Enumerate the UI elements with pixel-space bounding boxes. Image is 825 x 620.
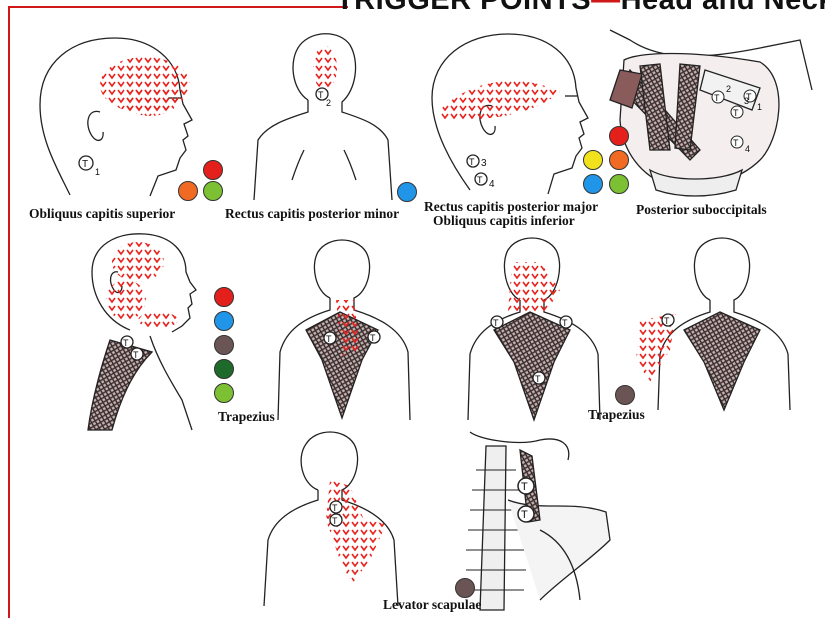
- svg-text:T: T: [733, 108, 739, 118]
- trigger-point-marker-3: T 3: [467, 155, 487, 169]
- referral-dot-red: [609, 126, 629, 146]
- svg-text:T: T: [493, 318, 499, 328]
- label-trapezius-right: Trapezius: [588, 407, 645, 422]
- svg-text:T: T: [521, 481, 528, 493]
- referral-dot-dark-green: [214, 359, 234, 379]
- svg-text:T: T: [318, 90, 324, 100]
- trapezius-back-3-markers: T: [662, 314, 674, 326]
- referral-dot-orange: [609, 150, 629, 170]
- referral-dot-green: [609, 174, 629, 194]
- svg-text:2: 2: [726, 84, 731, 94]
- referral-dot-green: [214, 383, 234, 403]
- label-levator-scapulae: Levator scapulae: [383, 597, 481, 612]
- svg-text:T: T: [714, 93, 720, 103]
- svg-text:3: 3: [481, 158, 487, 169]
- label-posterior-suboccipitals: Posterior suboccipitals: [636, 202, 767, 217]
- svg-text:T: T: [469, 157, 475, 167]
- figure-rectus-minor: [254, 34, 392, 200]
- referral-dot-orange: [178, 181, 198, 201]
- svg-text:T: T: [562, 318, 568, 328]
- trigger-point-marker-4: T 4: [475, 173, 495, 190]
- referral-dot-red: [203, 160, 223, 180]
- referral-dot-brown: [214, 335, 234, 355]
- svg-text:4: 4: [745, 144, 750, 154]
- figure-obliquus-superior: [40, 38, 192, 196]
- figure-trapezius-back-2: [468, 238, 600, 420]
- referral-dot-red: [214, 287, 234, 307]
- svg-text:T: T: [664, 316, 670, 326]
- svg-text:T: T: [133, 350, 139, 360]
- svg-text:2: 2: [326, 98, 331, 108]
- svg-text:T: T: [733, 138, 739, 148]
- referral-dot-blue: [214, 311, 234, 331]
- label-rectus-capitis-posterior-major: Rectus capitis posterior major: [424, 199, 598, 214]
- figure-spine-skeleton: [466, 432, 610, 610]
- svg-text:1: 1: [757, 102, 762, 112]
- label-obliquus-capitis-superior: Obliquus capitis superior: [29, 206, 175, 221]
- referral-dot-blue: [397, 182, 417, 202]
- label-rectus-capitis-posterior-minor: Rectus capitis posterior minor: [225, 206, 399, 221]
- svg-text:4: 4: [489, 179, 495, 190]
- figure-trapezius-back-3: [636, 238, 790, 410]
- svg-text:T: T: [535, 374, 541, 384]
- svg-text:T: T: [521, 509, 528, 521]
- svg-text:T: T: [477, 175, 483, 185]
- svg-text:3: 3: [744, 96, 749, 106]
- figure-trapezius-side: [88, 234, 196, 430]
- svg-text:T: T: [326, 334, 332, 344]
- referral-dot-brown: [455, 578, 475, 598]
- svg-text:T: T: [82, 159, 88, 170]
- referral-dot-blue: [583, 174, 603, 194]
- figure-trapezius-back-1: [278, 240, 410, 420]
- referral-dot-brown: [615, 385, 635, 405]
- svg-text:T: T: [332, 516, 338, 526]
- svg-text:T: T: [123, 338, 129, 348]
- figure-posterior-suboccipitals: [610, 30, 812, 196]
- svg-text:T: T: [332, 503, 338, 513]
- label-obliquus-capitis-inferior: Obliquus capitis inferior: [433, 213, 575, 228]
- svg-text:1: 1: [95, 167, 100, 177]
- trigger-point-marker-1: T 1: [79, 156, 100, 177]
- figure-rectus-major: [432, 34, 588, 194]
- referral-dot-yellow: [583, 150, 603, 170]
- referral-dot-green: [203, 181, 223, 201]
- svg-text:T: T: [370, 333, 376, 343]
- trigger-point-marker-2: T 2: [316, 88, 331, 108]
- label-trapezius-left: Trapezius: [218, 409, 275, 424]
